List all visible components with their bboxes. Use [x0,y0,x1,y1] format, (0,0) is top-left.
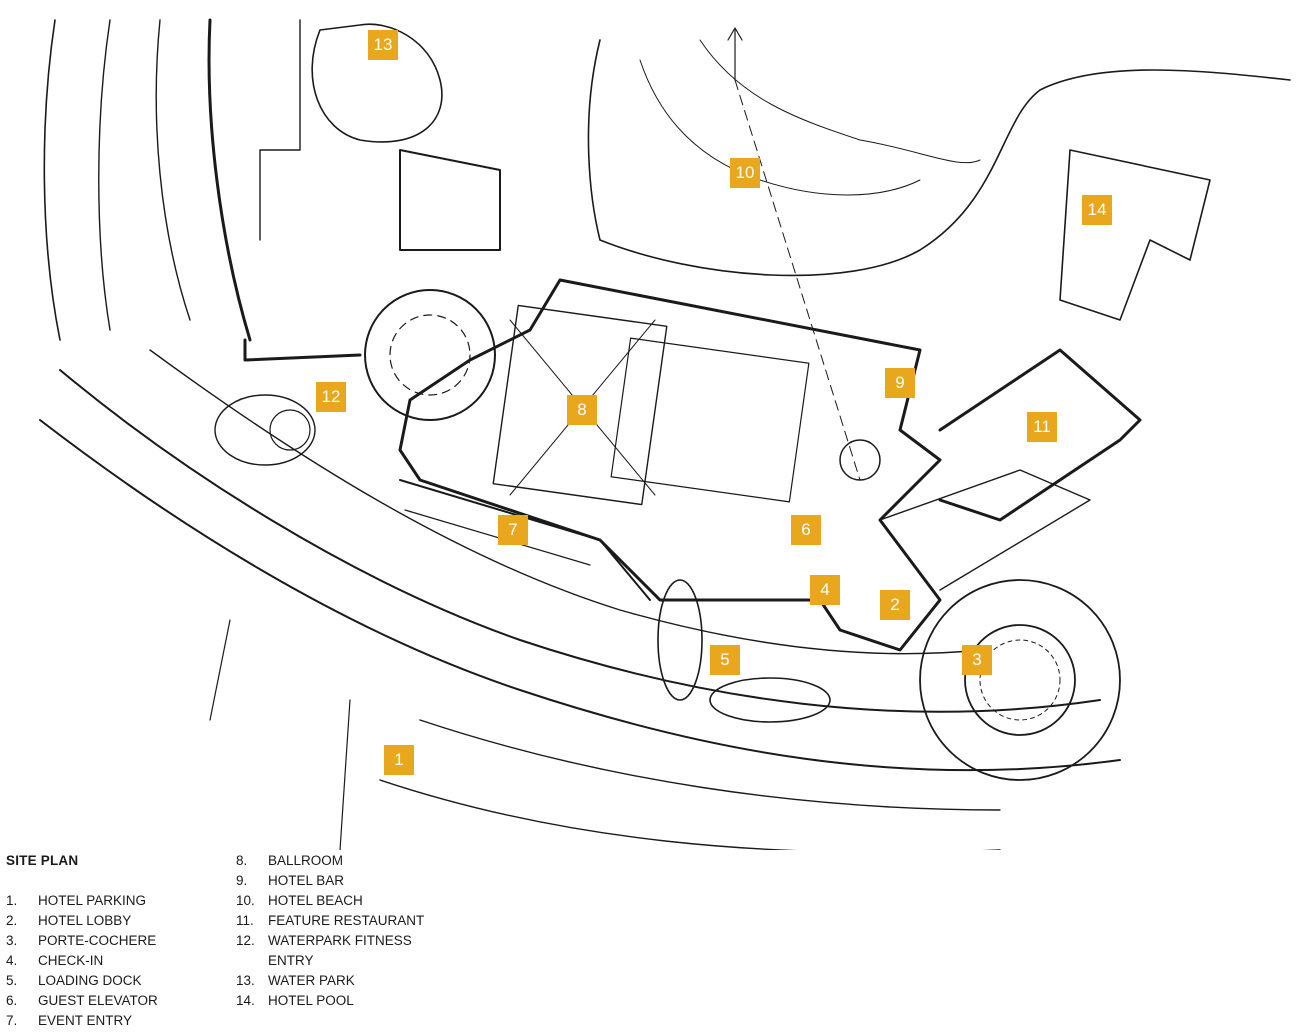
marker-loading-dock: 5 [710,645,740,675]
site-plan-drawing: 1 2 3 4 5 6 7 8 9 10 11 12 13 14 [39,18,1291,854]
legend-item: 5. LOADING DOCK [6,971,142,991]
legend-item-label: HOTEL LOBBY [38,913,132,928]
legend-item-number: 1. [6,893,18,908]
legend-item-number: 10. [236,893,255,908]
marker-water-park: 13 [368,30,398,60]
marker-waterpark-fitness-entry: 12 [316,382,346,412]
marker-event-entry: 7 [498,515,528,545]
legend-item-number: 9. [236,873,248,888]
legend-item: ENTRY [236,951,314,971]
legend-item: 12. WATERPARK FITNESS [236,931,412,951]
legend-item-label: HOTEL BEACH [268,893,363,908]
legend-item: 3. PORTE-COCHERE [6,931,156,951]
marker-guest-elevator: 6 [791,515,821,545]
legend-item: 1. HOTEL PARKING [6,891,146,911]
marker-hotel-parking: 1 [384,745,414,775]
legend-item: 6. GUEST ELEVATOR [6,991,158,1011]
marker-porte-cochere: 3 [962,645,992,675]
marker-hotel-beach: 10 [730,158,760,188]
legend-item-label: CHECK-IN [38,953,104,968]
legend-item-number: 3. [6,933,18,948]
legend-item-number: 13. [236,973,255,988]
legend-item-number: 14. [236,993,255,1008]
legend-item-number: 7. [6,1013,18,1028]
site-plan-sketch [39,18,1291,854]
marker-hotel-pool: 14 [1082,195,1112,225]
legend-item-label: EVENT ENTRY [38,1013,133,1028]
legend-item: 7. EVENT ENTRY [6,1011,132,1031]
legend-item-label: WATER PARK [268,973,355,988]
legend-item-number: 4. [6,953,18,968]
legend-item-label: WATERPARK FITNESS [268,933,412,948]
marker-hotel-lobby: 2 [880,590,910,620]
legend-item-number: 11. [236,913,254,928]
legend-title: SITE PLAN [6,853,79,868]
legend-item-number: 2. [6,913,18,928]
legend-item: 4. CHECK-IN [6,951,103,971]
legend-item-label: HOTEL BAR [268,873,345,888]
legend-item-number: 6. [6,993,18,1008]
legend-item-label: PORTE-COCHERE [38,933,157,948]
legend-item: 14. HOTEL POOL [236,991,354,1011]
legend-item-label: ENTRY [268,953,314,968]
marker-ballroom: 8 [567,395,597,425]
marker-check-in: 4 [810,575,840,605]
legend-item: 10. HOTEL BEACH [236,891,363,911]
site-plan-legend: SITE PLAN 1.HOTEL PARKING 2.HOTEL LOBBY … [0,845,1300,1035]
legend-item: 2. HOTEL LOBBY [6,911,131,931]
legend-item-number: 12. [236,933,255,948]
marker-feature-restaurant: 11 [1027,412,1057,442]
legend-item: 11. FEATURE RESTAURANT [236,911,424,931]
legend-item-label: LOADING DOCK [38,973,142,988]
marker-hotel-bar: 9 [885,368,915,398]
legend-item-number: 5. [6,973,18,988]
legend-item-label: HOTEL POOL [268,993,354,1008]
legend-item-label: GUEST ELEVATOR [38,993,158,1008]
legend-item: 9. HOTEL BAR [236,871,344,891]
legend-item-label: BALLROOM [268,853,344,868]
legend-item: 13. WATER PARK [236,971,355,991]
legend-item-label: HOTEL PARKING [38,893,147,908]
legend-item-label: FEATURE RESTAURANT [268,913,425,928]
legend-item-number: 8. [236,853,248,868]
legend-item: 8. BALLROOM [236,851,343,871]
